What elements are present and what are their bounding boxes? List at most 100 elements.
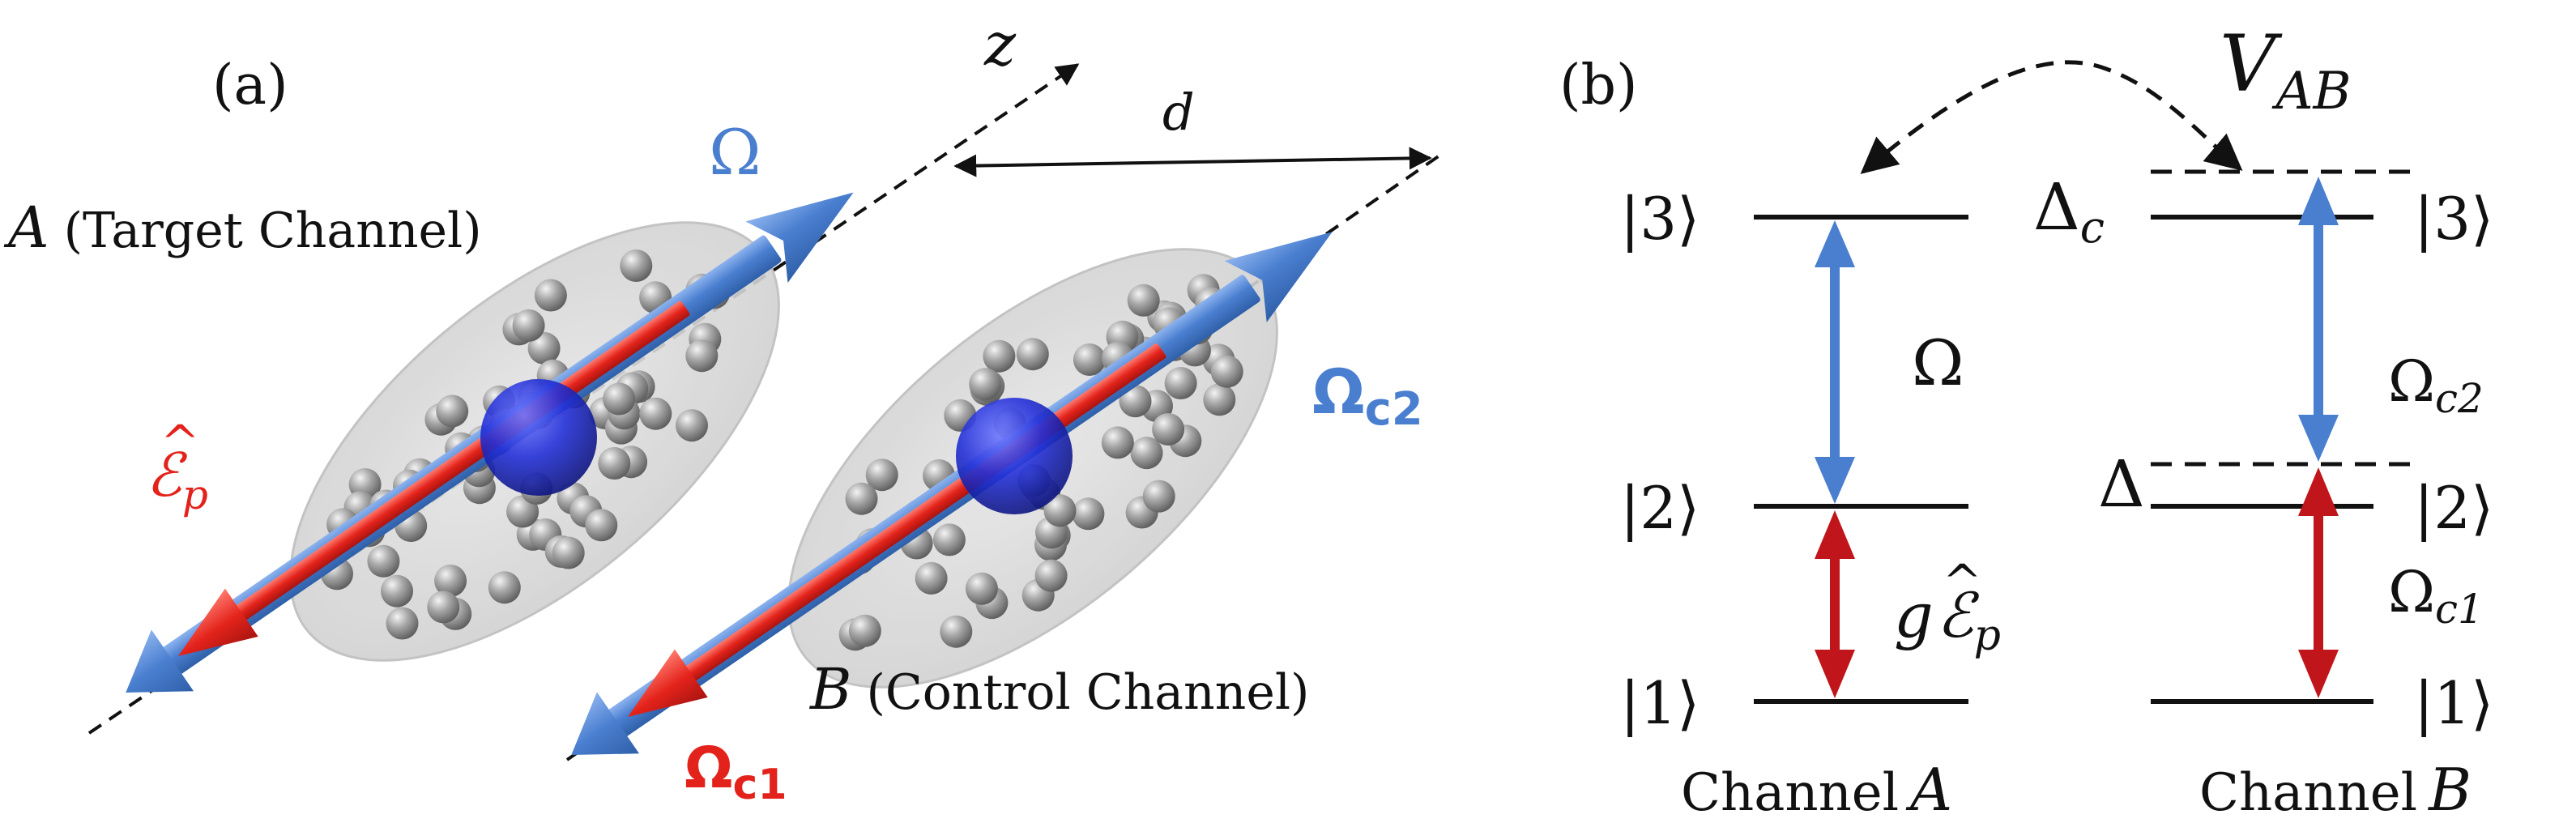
atom	[534, 279, 567, 312]
ket-3-b: |3⟩	[2414, 185, 2493, 253]
atom	[848, 614, 881, 647]
atom	[598, 447, 631, 480]
ket-1-a: |1⟩	[1620, 669, 1700, 737]
atom	[367, 544, 400, 578]
delta-label: Δ	[2098, 446, 2145, 522]
atom	[488, 571, 521, 604]
atom	[639, 397, 672, 430]
channel-b-letter: B	[2427, 756, 2472, 823]
atom	[512, 309, 545, 342]
omega-transition-a	[1815, 220, 1855, 504]
atom	[1072, 497, 1105, 531]
atom	[603, 382, 636, 416]
atom	[1016, 338, 1049, 371]
atom	[552, 536, 585, 569]
atom	[585, 509, 618, 542]
probe-field-main: ℰ	[146, 441, 188, 510]
omega-c1-trans-sub: c1	[2435, 586, 2484, 633]
channel-b-word: Channel	[2199, 763, 2417, 823]
atom	[381, 574, 413, 608]
atom	[436, 394, 469, 428]
atom	[969, 368, 1002, 401]
target-letter: A	[3, 194, 49, 261]
target-text: (Target Channel)	[64, 203, 482, 259]
interaction-sub: AB	[2271, 62, 2351, 122]
g-field-hat: ^	[1943, 554, 1982, 609]
probe-field-label: ℰp	[146, 441, 208, 518]
delta-c-label: Δc	[2033, 169, 2105, 253]
probe-field-hat: ^	[160, 415, 200, 470]
atom	[1164, 367, 1197, 399]
atom	[1203, 383, 1236, 416]
atom	[932, 523, 966, 556]
control-channel-label: B (Control Channel)	[808, 656, 1309, 723]
panel-b: (b) VAB |3⟩ |2⟩ |1⟩ Ω gℰp ^	[1559, 19, 2493, 823]
delta-c-sub: c	[2080, 202, 2105, 253]
channel-b-ensemble	[571, 232, 1333, 755]
atom	[676, 409, 708, 442]
atom	[1210, 355, 1243, 388]
omega-a-label: Ω	[709, 117, 761, 190]
omega-c1-transition	[2298, 467, 2339, 698]
omega-c1-label: Ωc1	[685, 735, 787, 809]
omega-c2-transition	[2298, 177, 2339, 462]
ket-2-a: |2⟩	[1620, 474, 1700, 542]
atom	[434, 565, 467, 597]
panel-a-tag: (a)	[212, 53, 288, 117]
distance-arrow	[953, 147, 1432, 177]
atom	[865, 458, 898, 492]
target-channel-label: A (Target Channel)	[3, 194, 482, 261]
delta-c-main: Δ	[2033, 169, 2080, 245]
atom	[1101, 426, 1134, 459]
ket-2-b: |2⟩	[2414, 474, 2493, 542]
omega-c2-transition-label: Ωc2	[2388, 348, 2484, 422]
probe-field-sub: p	[182, 471, 208, 518]
control-letter: B	[808, 656, 851, 723]
atom	[1152, 413, 1185, 446]
atom	[386, 607, 419, 640]
omega-c2-trans-main: Ω	[2388, 348, 2435, 415]
panel-b-tag: (b)	[1559, 53, 1638, 117]
g-field-sub: p	[1974, 612, 2001, 660]
omega-c1-trans-main: Ω	[2388, 559, 2435, 625]
omega-c2-main: Ω	[1312, 356, 1365, 428]
atom	[685, 339, 719, 373]
distance-label: d	[1162, 83, 1195, 142]
interaction-arrow	[1860, 60, 2243, 174]
omega-c1-main: Ω	[685, 735, 733, 801]
omega-c2-sub: c2	[1365, 383, 1423, 436]
channel-a-word: Channel	[1681, 763, 1899, 823]
interaction-label: VAB	[2220, 19, 2352, 122]
ket-3-a: |3⟩	[1620, 185, 1700, 253]
omega-transition-label: Ω	[1912, 327, 1964, 400]
omega-c1-transition-label: Ωc1	[2388, 559, 2484, 633]
atom	[1043, 494, 1077, 527]
beam-probe-a	[178, 301, 690, 656]
g-field: ℰ	[1937, 579, 1980, 651]
omega-c1-sub: c1	[733, 761, 787, 809]
atom	[1127, 284, 1160, 317]
atom	[965, 572, 998, 605]
atom	[620, 249, 653, 282]
probe-transition-a	[1815, 510, 1855, 698]
omega-c2-trans-sub: c2	[2435, 375, 2484, 422]
ket-1-b: |1⟩	[2414, 669, 2493, 737]
atom	[1130, 437, 1163, 470]
atom	[915, 561, 948, 595]
rydberg-sphere-a	[480, 379, 597, 496]
atom	[1073, 343, 1106, 376]
atom	[1034, 559, 1068, 592]
panel-a: (a) z d	[3, 10, 1444, 809]
omega-c2-label: Ωc2	[1312, 356, 1423, 436]
control-text: (Control Channel)	[866, 664, 1309, 721]
atom	[1142, 480, 1175, 513]
atom	[940, 615, 973, 648]
g-coupling: g	[1894, 579, 1934, 651]
atom	[527, 331, 561, 365]
atom	[845, 482, 878, 515]
rydberg-sphere-b	[956, 398, 1073, 514]
atom	[1119, 385, 1152, 418]
atom	[983, 339, 1016, 373]
